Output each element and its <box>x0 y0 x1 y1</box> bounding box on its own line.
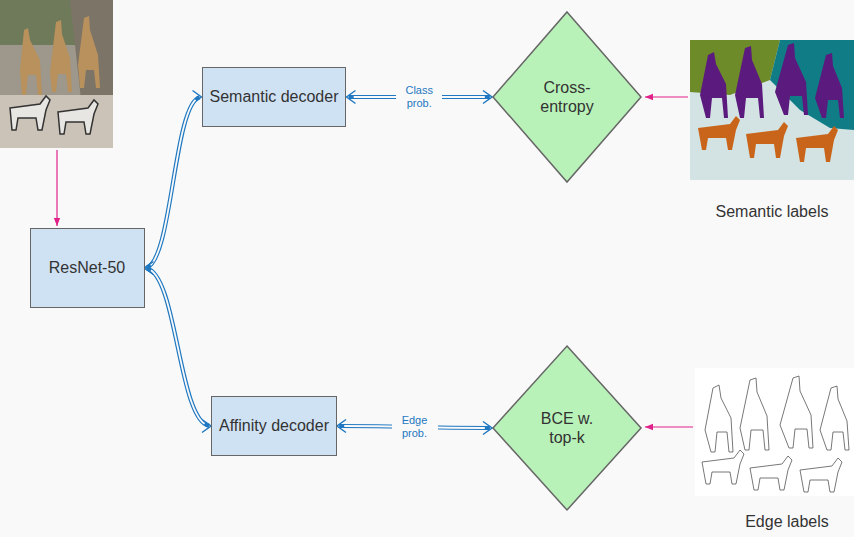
node-text: Cross-entropy <box>527 78 607 116</box>
node-text: BCE w. top-k <box>527 409 607 447</box>
feature-connector <box>145 268 212 426</box>
input-photo <box>0 0 113 148</box>
node-text: Semantic decoder <box>210 87 339 106</box>
edge-label-image <box>695 368 854 496</box>
network-box: Semantic decoder <box>202 67 347 127</box>
connector-line <box>145 268 212 426</box>
connector-gap <box>145 97 202 268</box>
label-arrow <box>645 96 688 97</box>
loss-diamond: Cross-entropy <box>492 11 642 183</box>
network-box: Affinity decoder <box>211 396 337 456</box>
loss-diamond: BCE w. top-k <box>492 345 642 511</box>
connector-gap <box>145 268 212 426</box>
image-caption: Edge labels <box>745 513 829 531</box>
label-arrow <box>645 426 693 427</box>
edge-label: Class prob. <box>396 83 442 110</box>
node-text: Affinity decoder <box>219 416 329 435</box>
semantic-label-image <box>690 40 854 180</box>
image-caption: Semantic labels <box>716 203 829 221</box>
edge-label: Edge prob. <box>392 413 438 440</box>
feature-connector <box>145 97 202 268</box>
diamond-outline <box>492 345 642 511</box>
connector-line <box>145 97 202 268</box>
input-arrow <box>56 150 57 226</box>
node-text: ResNet-50 <box>49 258 125 277</box>
network-box: ResNet-50 <box>30 228 145 308</box>
diamond-outline <box>492 11 642 183</box>
